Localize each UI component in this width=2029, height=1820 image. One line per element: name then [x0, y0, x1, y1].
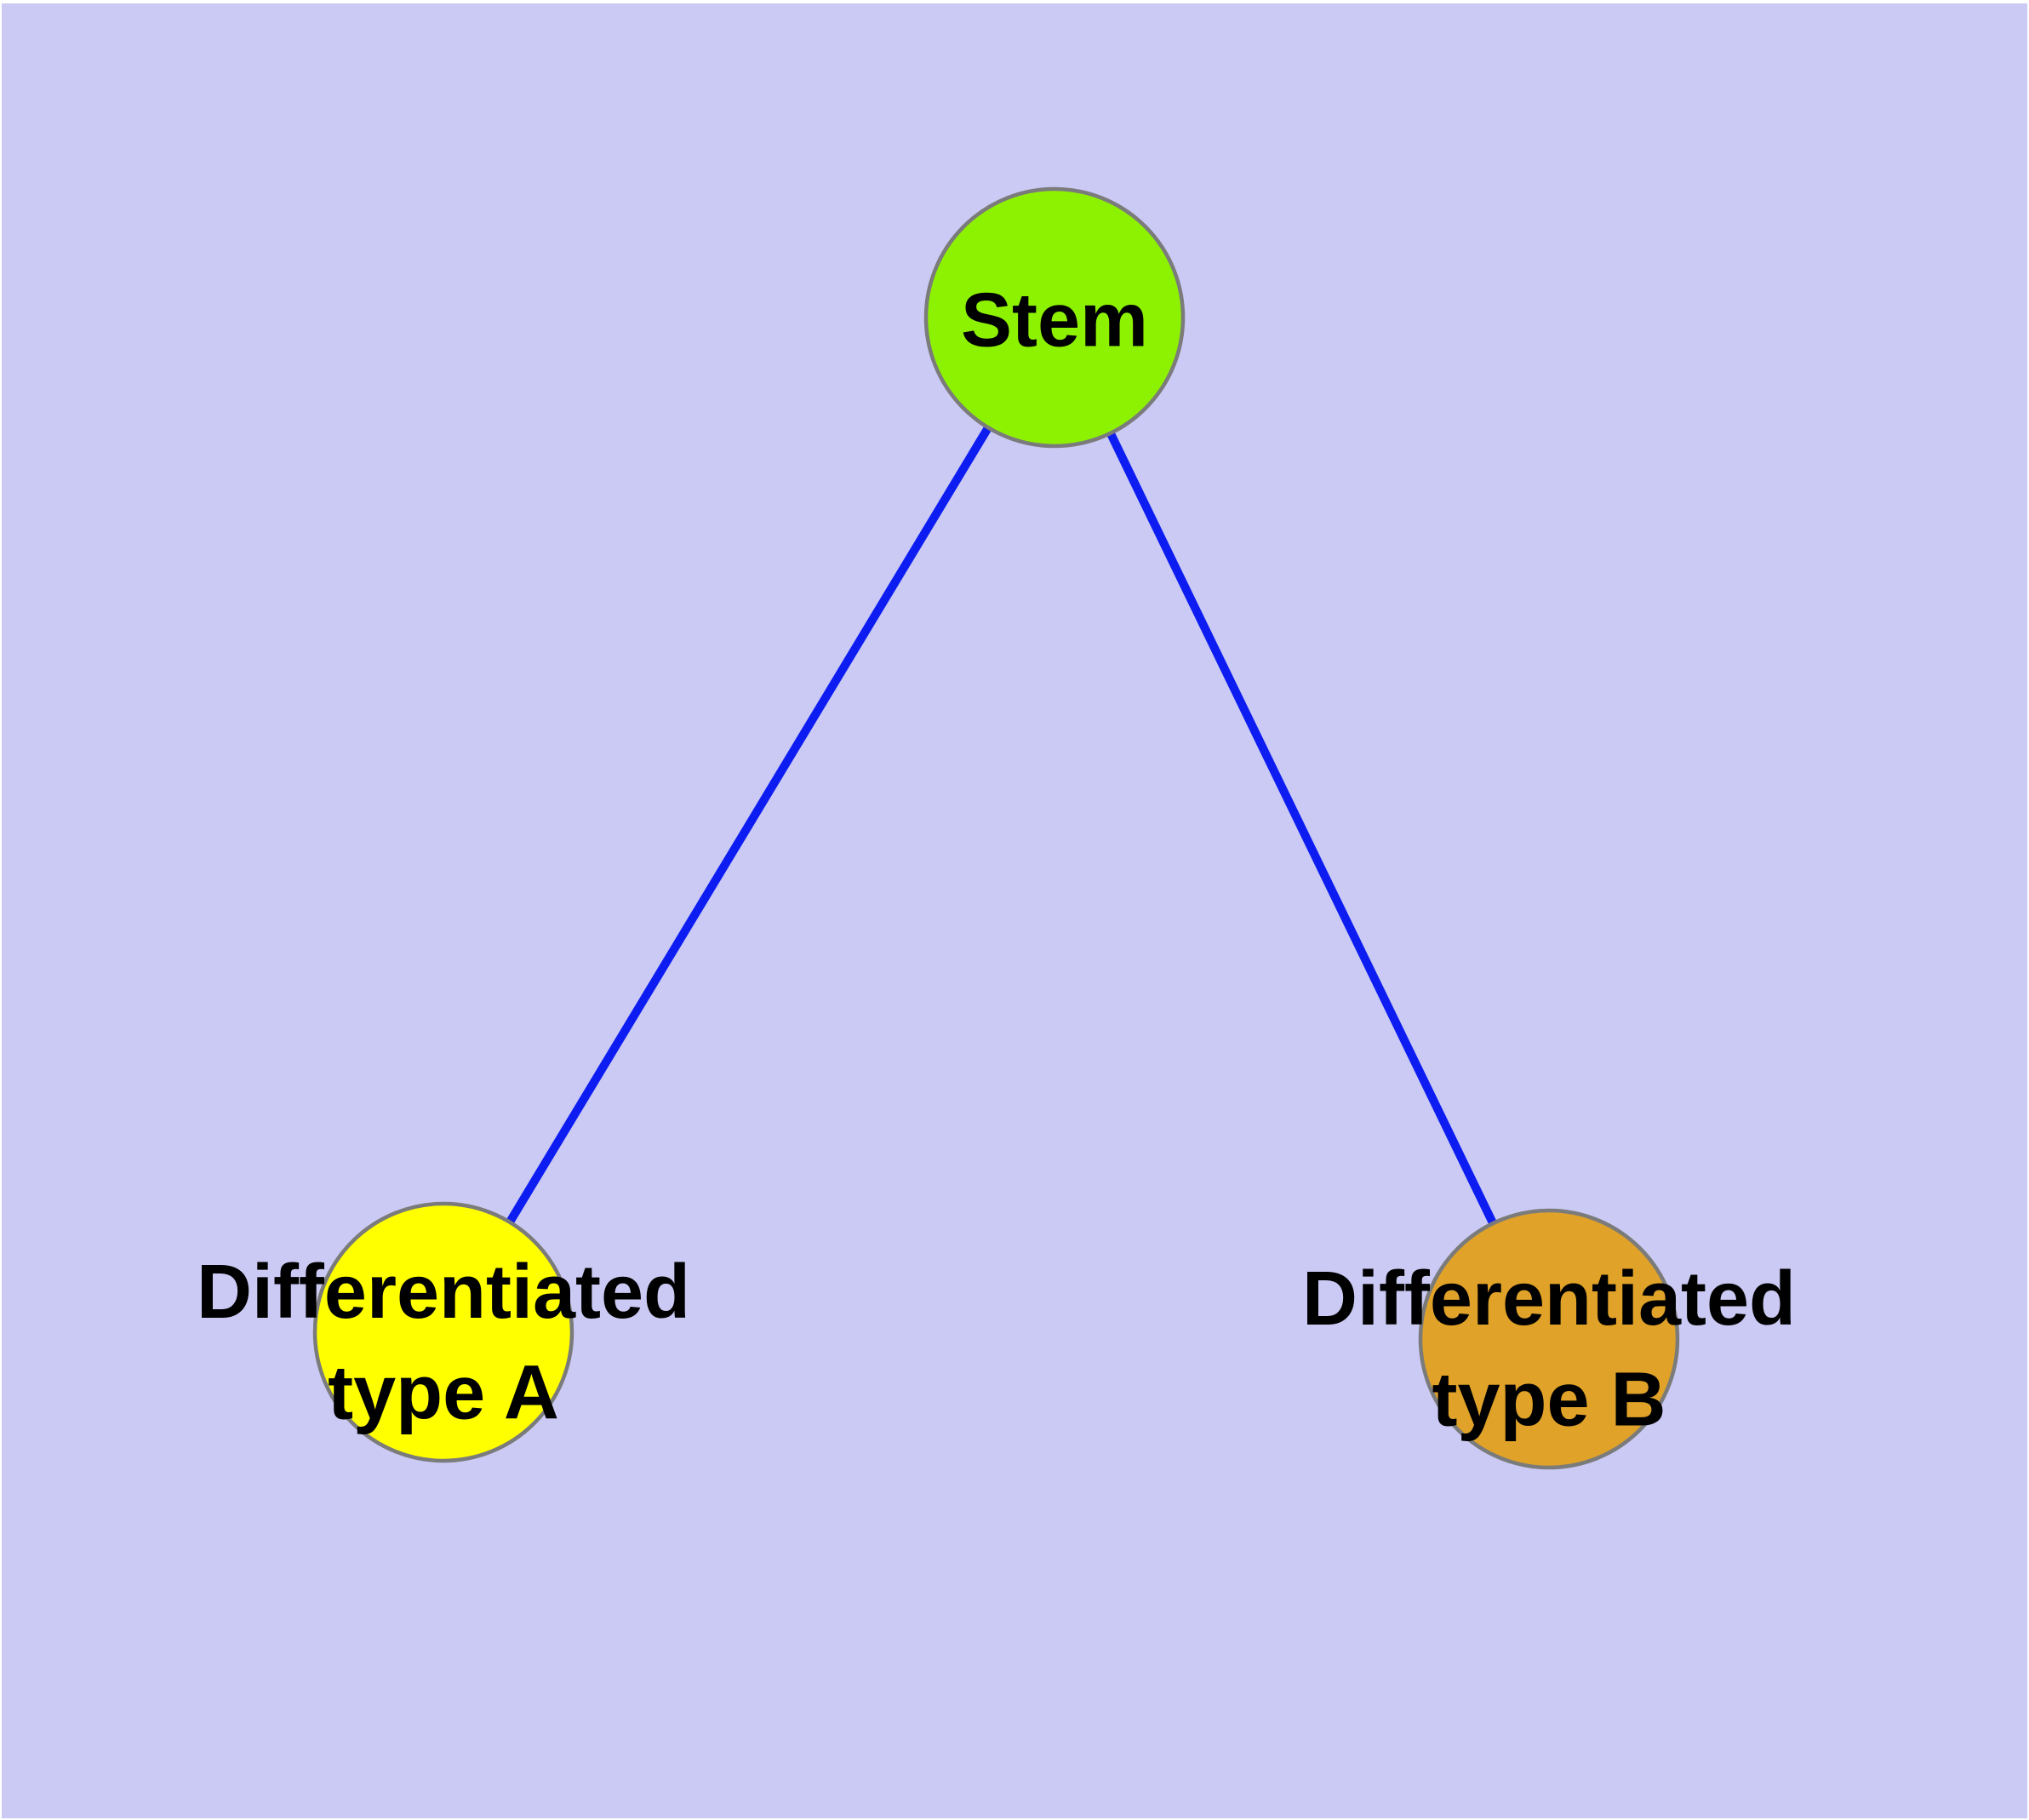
node-stem: Stem [923, 186, 1186, 449]
node-stem-label: Stem [961, 278, 1148, 363]
node-stem-circle [923, 186, 1186, 449]
node-differentiated-type-a-circle [312, 1201, 574, 1463]
edge-stem-to-differentiated-type-a [439, 315, 1059, 1335]
edge-stem-to-differentiated-type-b [1050, 315, 1553, 1342]
node-differentiated-type-b-circle [1418, 1208, 1680, 1470]
